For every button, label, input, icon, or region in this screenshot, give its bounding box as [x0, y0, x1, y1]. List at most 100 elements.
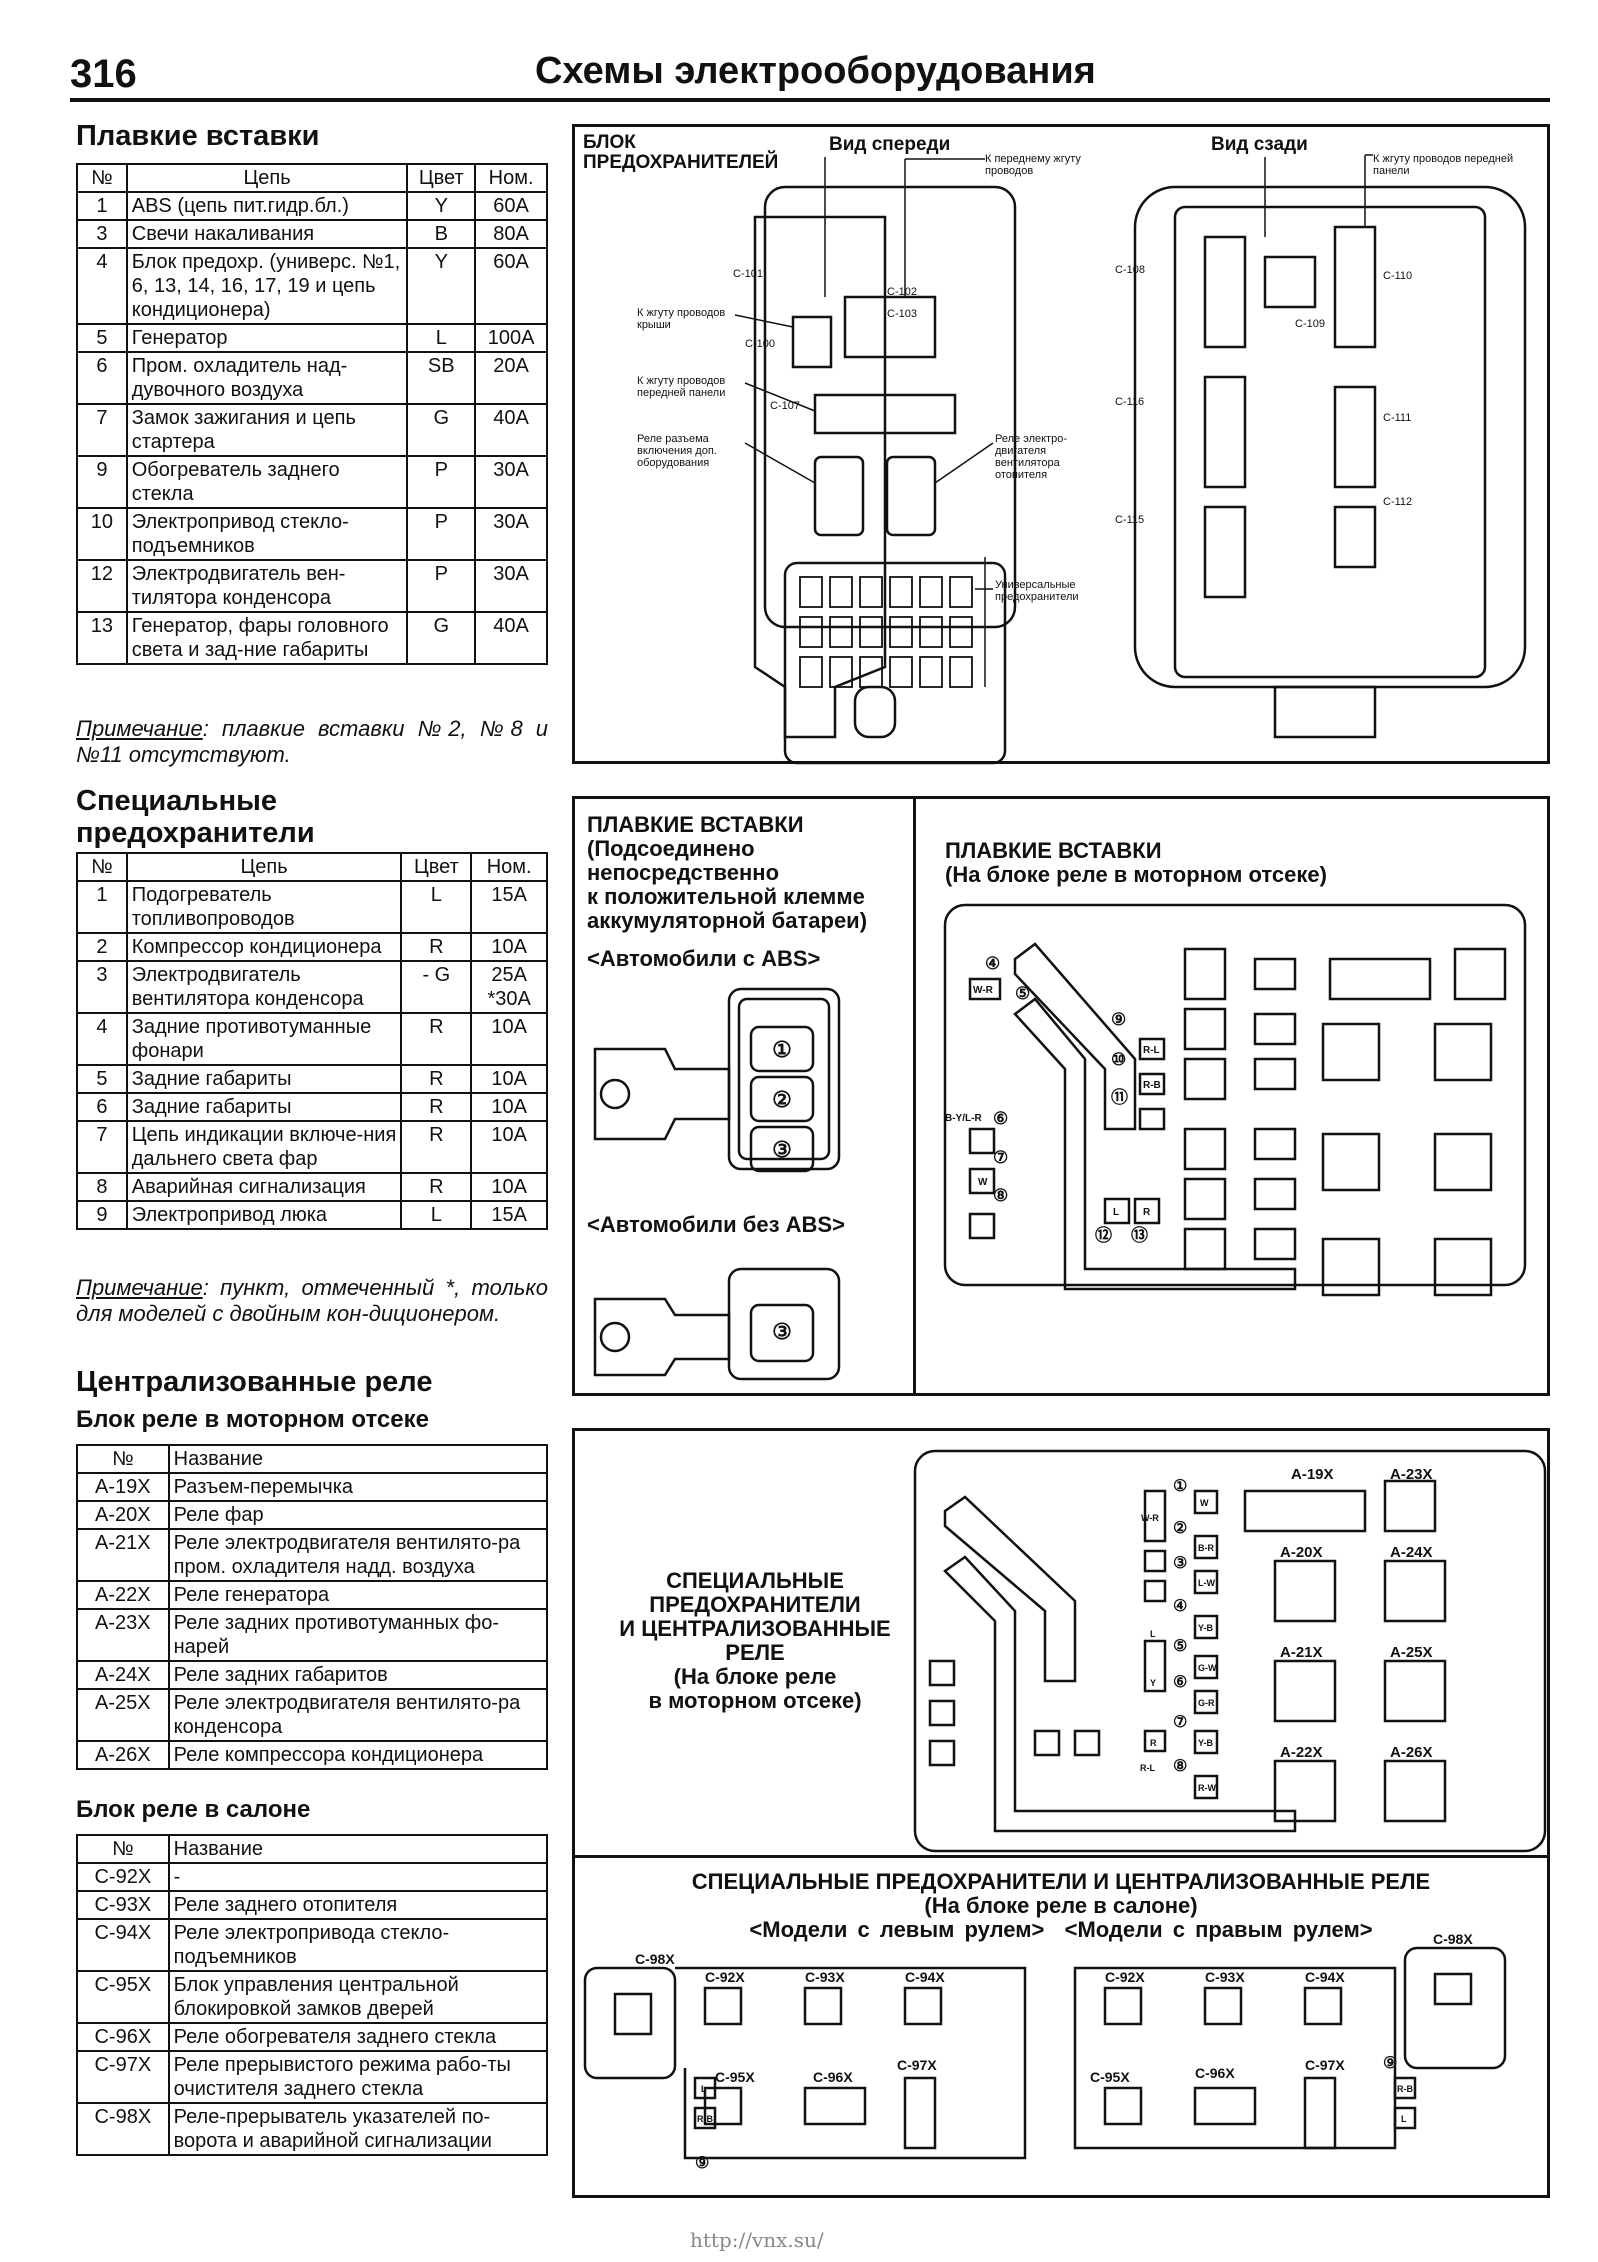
table-cell: 15A	[470, 1200, 548, 1230]
col-header: Ном.	[474, 163, 548, 193]
table-cell: R	[400, 1120, 473, 1174]
table-cell: Задние габариты	[125, 1064, 403, 1094]
svg-text:C-101: C-101	[733, 268, 763, 280]
special-fuses-title-line: Специальные	[76, 785, 278, 817]
table-cell: 6	[76, 1092, 128, 1122]
svg-text:W: W	[1200, 1498, 1209, 1508]
table-cell: Электродвигатель вен-тилятора конденсора	[125, 559, 409, 613]
table-cell: P	[406, 507, 477, 561]
battery-links-title-line: (Подсоединено	[587, 836, 755, 861]
table-cell: Реле электродвигателя вентилято-ра пром.…	[167, 1528, 549, 1582]
table-cell: Реле электропривода стекло-подъемников	[167, 1918, 549, 1972]
fuse-block-title-line: БЛОК	[583, 132, 636, 153]
col-header: №	[76, 163, 128, 193]
table-cell: 5	[76, 1064, 128, 1094]
table-cell: Компрессор кондиционера	[125, 932, 403, 962]
rear-view-label: Вид сзади	[1211, 134, 1308, 155]
table-cell: -	[167, 1862, 549, 1892]
table-cell: Реле обогревателя заднего стекла	[167, 2022, 549, 2052]
table-cell: 80A	[474, 219, 548, 249]
front-view-label: Вид спереди	[829, 134, 951, 155]
svg-text:⑪: ⑪	[1111, 1087, 1128, 1107]
svg-text:A-25X: A-25X	[1390, 1644, 1433, 1661]
svg-text:⑨: ⑨	[1111, 1010, 1126, 1029]
table-cell: 8	[76, 1172, 128, 1202]
svg-text:C-97X: C-97X	[1305, 2057, 1345, 2073]
battery-links-title-line: аккумуляторной батареи)	[587, 908, 868, 933]
svg-text:C-96X: C-96X	[1195, 2065, 1235, 2081]
svg-text:B-R: B-R	[1198, 1543, 1214, 1553]
table-cell: 10A	[470, 1172, 548, 1202]
svg-text:C-111: C-111	[1383, 412, 1411, 424]
table-cell: Реле прерывистого режима рабо-ты очистит…	[167, 2050, 549, 2104]
table-cell: C-94X	[76, 1918, 170, 1972]
table-cell: Задние габариты	[125, 1092, 403, 1122]
table-cell: 7	[76, 403, 128, 457]
table-cell: A-21X	[76, 1528, 170, 1582]
table-cell: SB	[406, 351, 477, 405]
aux-relay-label: Реле разъема включения доп. оборудования	[637, 433, 717, 469]
svg-text:②: ②	[772, 1087, 792, 1112]
col-header: Цепь	[125, 163, 409, 193]
table-row: C-92X-	[76, 1862, 549, 1892]
svg-text:C-116: C-116	[1115, 396, 1144, 408]
col-header: №	[76, 1444, 170, 1474]
table-cell: A-26X	[76, 1740, 170, 1770]
svg-text:⑬: ⑬	[1131, 1225, 1148, 1245]
table-cell: G	[406, 611, 477, 665]
table-cell: Электродвигатель вентилятора конденсора	[125, 960, 403, 1014]
svg-text:C-93X: C-93X	[1205, 1969, 1245, 1985]
svg-text:C-108: C-108	[1115, 264, 1145, 276]
svg-text:C-98X: C-98X	[1433, 1931, 1473, 1947]
footer-url: http://vnx.su/	[690, 2228, 824, 2252]
table-cell: Реле компрессора кондиционера	[167, 1740, 549, 1770]
table-cell: Реле-прерыватель указателей по-ворота и …	[167, 2102, 549, 2156]
table-cell: 40A	[474, 403, 548, 457]
with-abs-label: <Автомобили с ABS>	[587, 946, 821, 971]
table-cell: G	[406, 403, 477, 457]
table-cell: Блок управления центральной блокировкой …	[167, 1970, 549, 2024]
table-cell: Разъем-перемычка	[167, 1472, 549, 1502]
svg-text:R: R	[1143, 1207, 1151, 1218]
engine-relays-panel-title: СПЕЦИАЛЬНЫЕ ПРЕДОХРАНИТЕЛИ И ЦЕНТРАЛИЗОВ…	[605, 1569, 905, 1713]
svg-text:C-112: C-112	[1383, 496, 1412, 508]
special-fuses-note: Примечание: пункт, отмеченный *, только …	[76, 1275, 548, 1327]
svg-text:②: ②	[1173, 1520, 1187, 1537]
table-cell: C-95X	[76, 1970, 170, 2024]
svg-text:A-23X: A-23X	[1390, 1466, 1433, 1483]
svg-text:G-R: G-R	[1198, 1698, 1215, 1708]
svg-text:④: ④	[985, 954, 1000, 973]
table-cell: A-25X	[76, 1688, 170, 1742]
to-front-harness-label: К переднему жгуту проводов	[985, 153, 1081, 177]
svg-text:C-100: C-100	[745, 338, 775, 350]
svg-text:C-109: C-109	[1295, 318, 1325, 330]
table-cell: R	[400, 1092, 473, 1122]
engine-relays-title-line: СПЕЦИАЛЬНЫЕ	[666, 1568, 844, 1593]
table-cell: 9	[76, 455, 128, 509]
table-cell: 2	[76, 932, 128, 962]
table-cell: Реле генератора	[167, 1580, 549, 1610]
table-cell: C-96X	[76, 2022, 170, 2052]
svg-text:Y-B: Y-B	[1198, 1738, 1214, 1748]
table-cell: R	[400, 1172, 473, 1202]
fuse-block-title: БЛОК ПРЕДОХРАНИТЕЛЕЙ	[583, 133, 778, 173]
engine-links-title-line: (На блоке реле в моторном отсеке)	[945, 862, 1327, 887]
engine-relays-panel: СПЕЦИАЛЬНЫЕ ПРЕДОХРАНИТЕЛИ И ЦЕНТРАЛИЗОВ…	[572, 1428, 1550, 1858]
table-cell: Электропривод стекло-подъемников	[125, 507, 409, 561]
svg-text:C-92X: C-92X	[1105, 1969, 1145, 1985]
